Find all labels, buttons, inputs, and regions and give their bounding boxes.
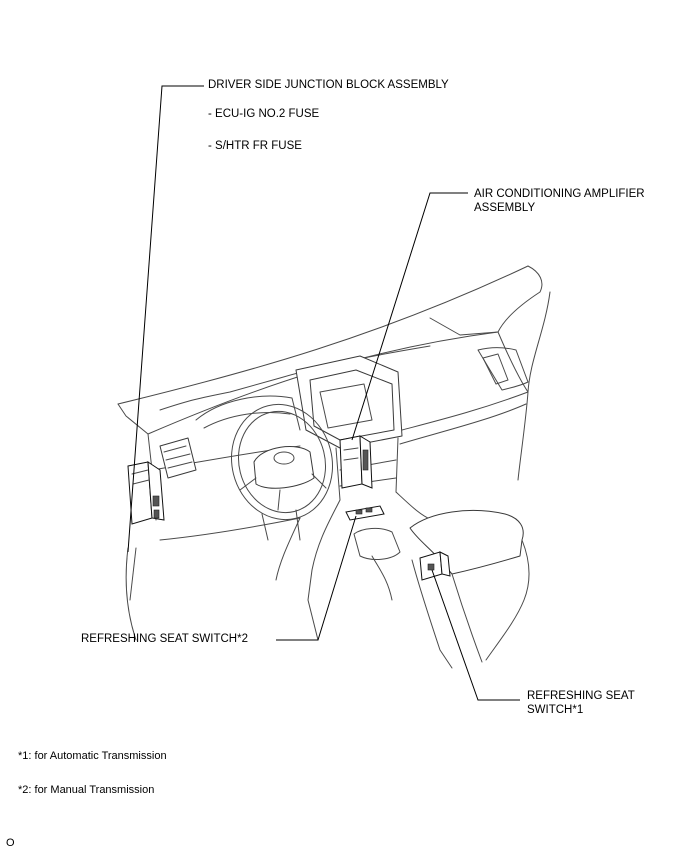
leader-line-seat-switch-2 <box>276 515 357 641</box>
label-driver-side-junction-block: DRIVER SIDE JUNCTION BLOCK ASSEMBLY <box>208 79 449 91</box>
refreshing-seat-switch-2-part <box>345 505 385 521</box>
label-refreshing-seat-switch-1-line2: SWITCH*1 <box>527 704 584 716</box>
label-refreshing-seat-switch-2: REFRESHING SEAT SWITCH*2 <box>81 633 248 645</box>
footnote-automatic-transmission: *1: for Automatic Transmission <box>18 750 167 762</box>
leader-line-seat-switch-1 <box>431 569 520 701</box>
label-ac-amplifier-line1: AIR CONDITIONING AMPLIFIER <box>474 188 645 200</box>
label-fuse-ecu-ig: - ECU-IG NO.2 FUSE <box>208 108 320 120</box>
dashboard-sketch <box>117 265 551 669</box>
ac-amplifier-part <box>339 435 373 489</box>
driver-side-junction-block-part <box>127 461 165 525</box>
footnote-manual-transmission: *2: for Manual Transmission <box>18 784 155 796</box>
refreshing-seat-switch-1-part <box>419 551 451 581</box>
page-marker: O <box>6 837 15 849</box>
label-ac-amplifier-line2: ASSEMBLY <box>474 202 536 214</box>
leader-line-ac-amplifier <box>351 192 468 441</box>
label-fuse-shtr: - S/HTR FR FUSE <box>208 140 302 152</box>
leader-line-junction-block <box>127 85 204 553</box>
label-refreshing-seat-switch-1-line1: REFRESHING SEAT <box>527 690 635 702</box>
